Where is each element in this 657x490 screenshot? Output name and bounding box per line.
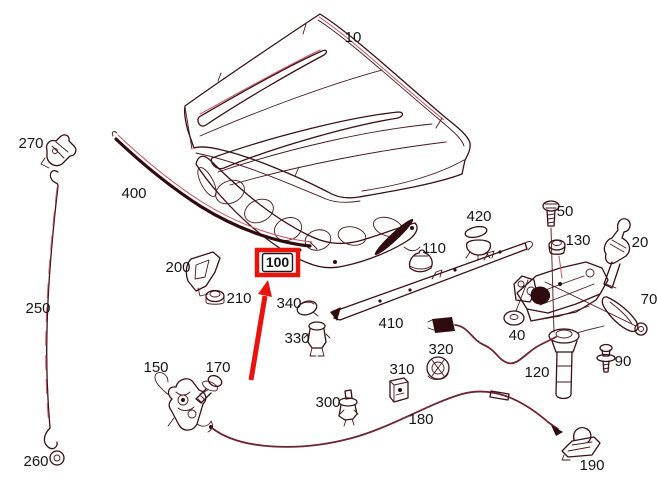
- striker-190-art: [561, 426, 601, 461]
- part-label-40[interactable]: 40: [509, 327, 526, 344]
- part-label-110[interactable]: 110: [422, 240, 446, 257]
- part-label-250[interactable]: 250: [25, 300, 50, 317]
- part-label-330[interactable]: 330: [284, 330, 309, 347]
- bolt-170-art: [195, 374, 223, 404]
- highlighted-part-callout[interactable]: 100: [254, 247, 301, 278]
- bracket-200-art: [185, 251, 221, 297]
- release-cable-180-art: [209, 390, 563, 448]
- bolt-50-art: [542, 200, 560, 333]
- part-label-20[interactable]: 20: [632, 234, 649, 251]
- part-label-300[interactable]: 300: [315, 394, 340, 411]
- lever-70-art: [601, 296, 648, 336]
- bolt-90-art: [596, 343, 616, 373]
- eyelet-260-art: [49, 450, 65, 466]
- hood-panel-art: [183, 13, 471, 203]
- link-arm-20-art: [603, 218, 631, 289]
- clip-110-art: [408, 249, 433, 273]
- part-label-200[interactable]: 200: [165, 259, 190, 276]
- annotation-arrow-shaft: [248, 295, 268, 381]
- part-label-400[interactable]: 400: [121, 185, 146, 202]
- part-label-410[interactable]: 410: [378, 315, 403, 332]
- nut-210-art: [205, 289, 225, 305]
- washer-40-art: [503, 310, 525, 326]
- part-label-10[interactable]: 10: [345, 29, 362, 46]
- part-label-420[interactable]: 420: [466, 208, 491, 225]
- part-label-260[interactable]: 260: [23, 453, 48, 470]
- highlight-annotation: 100: [248, 247, 301, 381]
- lock-cylinder-120-art: [548, 325, 605, 400]
- hinge-assembly-art: [513, 261, 637, 327]
- part-label-90[interactable]: 90: [615, 353, 632, 370]
- annotation-arrow-head: [258, 280, 272, 297]
- hood-inner-panel-art: [195, 155, 421, 269]
- clip-330-art: [303, 321, 331, 357]
- part-labels: 10 270 400 200 210 340 330 110 420 50 13…: [18, 29, 657, 474]
- part-label-340[interactable]: 340: [276, 295, 301, 312]
- clip-310-art: [389, 377, 409, 403]
- grommet-420-art: [464, 225, 492, 261]
- part-label-190[interactable]: 190: [579, 457, 604, 474]
- clip-340-art: [296, 300, 319, 317]
- part-label-150[interactable]: 150: [143, 359, 168, 376]
- seal-strip-400-art: [111, 131, 318, 250]
- part-label-310[interactable]: 310: [389, 361, 414, 378]
- cowl-strip-410-art: [330, 241, 533, 321]
- callout-inner-box: [261, 252, 294, 273]
- part-label-270[interactable]: 270: [18, 135, 43, 152]
- part-label-130[interactable]: 130: [565, 232, 590, 249]
- part-label-100[interactable]: 100: [266, 254, 290, 270]
- part-label-50[interactable]: 50: [557, 203, 574, 220]
- part-label-170[interactable]: 170: [205, 359, 230, 376]
- part-label-180[interactable]: 180: [408, 411, 433, 428]
- bracket-270-art: [40, 134, 77, 169]
- part-label-70[interactable]: 70: [641, 291, 657, 308]
- part-label-120[interactable]: 120: [524, 364, 549, 381]
- nut-130-art: [548, 239, 566, 279]
- part-label-320[interactable]: 320: [428, 341, 453, 358]
- grommet-320-art: [426, 356, 450, 380]
- part-label-210[interactable]: 210: [226, 290, 251, 307]
- connector-cable-art: [427, 317, 557, 365]
- clip-300-art: [338, 389, 359, 427]
- prop-rod-250-art: [43, 170, 59, 450]
